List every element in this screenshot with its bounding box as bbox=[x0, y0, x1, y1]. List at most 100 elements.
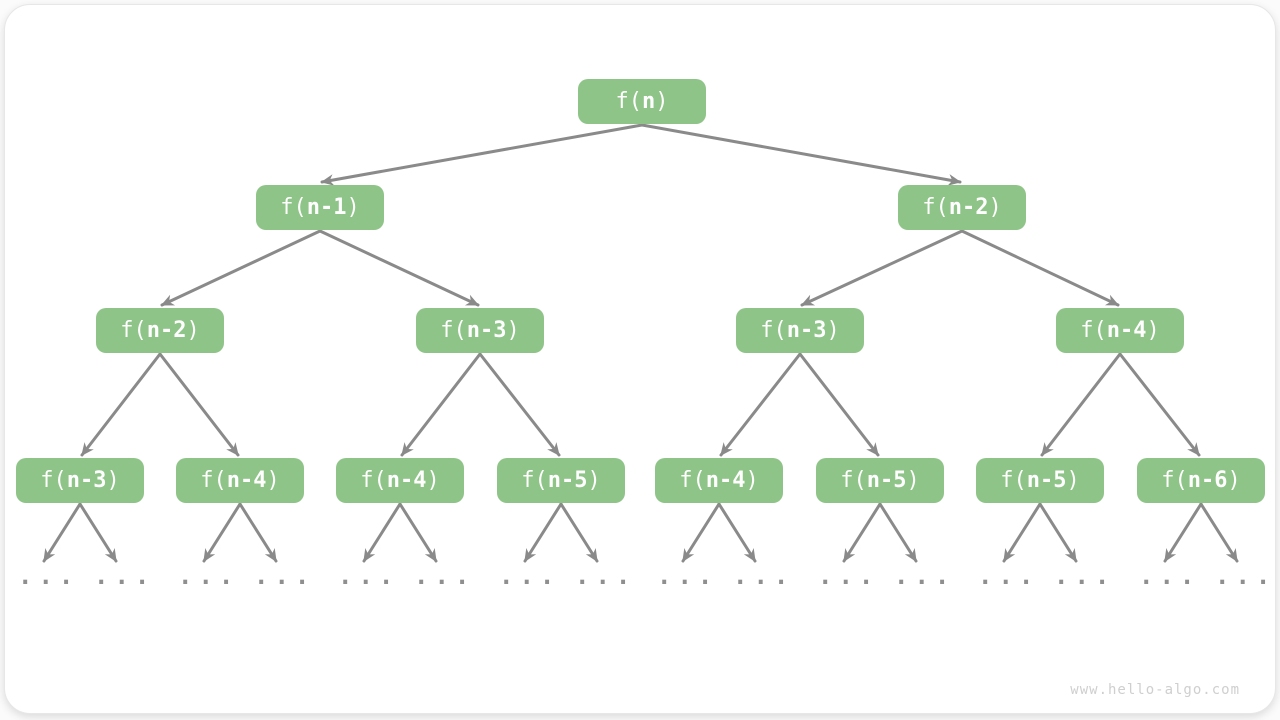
node-label-prefix: f( bbox=[200, 467, 227, 493]
edge-arrow bbox=[400, 352, 482, 457]
node-label-suffix: ) bbox=[346, 194, 360, 220]
node-label-prefix: f( bbox=[679, 467, 706, 493]
tree-node: f(n-3) bbox=[736, 308, 864, 353]
edge-arrow bbox=[559, 502, 599, 563]
watermark: www.hello-algo.com bbox=[1070, 682, 1240, 698]
node-label-suffix: ) bbox=[906, 467, 920, 493]
node-label-suffix: ) bbox=[506, 317, 520, 343]
edge-arrow bbox=[320, 123, 644, 186]
edge-arrow bbox=[238, 502, 278, 563]
edge-arrow bbox=[523, 502, 563, 563]
ellipsis: ... bbox=[414, 562, 476, 590]
node-label-arg: n-3 bbox=[786, 317, 827, 343]
ellipsis: ... bbox=[178, 562, 240, 590]
ellipsis: ... bbox=[978, 562, 1040, 590]
edge-arrow bbox=[1038, 502, 1078, 563]
edge-arrow bbox=[202, 502, 242, 563]
edge-arrow bbox=[842, 502, 882, 563]
node-label-prefix: f( bbox=[1000, 467, 1027, 493]
node-label-arg: n-4 bbox=[705, 467, 746, 493]
tree-node: f(n-5) bbox=[816, 458, 944, 503]
edge-arrow bbox=[878, 502, 918, 563]
node-label-arg: n-5 bbox=[1026, 467, 1067, 493]
node-label-arg: n bbox=[642, 88, 656, 114]
node-label-arg: n-4 bbox=[386, 467, 427, 493]
edge-arrow bbox=[1040, 352, 1122, 457]
tree-node: f(n-4) bbox=[176, 458, 304, 503]
node-label-prefix: f( bbox=[1161, 467, 1188, 493]
ellipsis: ... bbox=[575, 562, 637, 590]
edge-arrow bbox=[160, 229, 322, 307]
edge-arrow bbox=[362, 502, 402, 563]
node-label-prefix: f( bbox=[760, 317, 787, 343]
ellipsis: ... bbox=[733, 562, 795, 590]
tree-node: f(n-3) bbox=[416, 308, 544, 353]
ellipsis: ... bbox=[499, 562, 561, 590]
edge-arrow bbox=[1002, 502, 1042, 563]
node-label-prefix: f( bbox=[440, 317, 467, 343]
node-label-prefix: f( bbox=[40, 467, 67, 493]
node-label-suffix: ) bbox=[745, 467, 759, 493]
edge-arrow bbox=[478, 352, 561, 457]
edge-arrow bbox=[398, 502, 438, 563]
node-label-arg: n-3 bbox=[66, 467, 107, 493]
node-label-suffix: ) bbox=[655, 88, 669, 114]
tree-node: f(n-5) bbox=[497, 458, 625, 503]
ellipsis: ... bbox=[818, 562, 880, 590]
edge-arrow bbox=[158, 352, 240, 457]
tree-node: f(n-2) bbox=[898, 185, 1026, 230]
ellipsis: ... bbox=[254, 562, 316, 590]
ellipsis: ... bbox=[94, 562, 156, 590]
node-label-prefix: f( bbox=[922, 194, 949, 220]
node-label-prefix: f( bbox=[120, 317, 147, 343]
tree-node: f(n-1) bbox=[256, 185, 384, 230]
edge-arrow bbox=[1199, 502, 1239, 563]
edge-arrow bbox=[80, 352, 162, 457]
edge-arrow bbox=[960, 229, 1120, 307]
tree-node: f(n-6) bbox=[1137, 458, 1265, 503]
node-label-arg: n-5 bbox=[866, 467, 907, 493]
edge-arrow bbox=[798, 352, 880, 457]
tree-node: f(n-4) bbox=[336, 458, 464, 503]
ellipsis: ... bbox=[18, 562, 80, 590]
node-label-arg: n-2 bbox=[948, 194, 989, 220]
node-label-suffix: ) bbox=[1146, 317, 1160, 343]
node-label-arg: n-2 bbox=[146, 317, 187, 343]
node-label-arg: n-6 bbox=[1187, 467, 1228, 493]
node-label-prefix: f( bbox=[615, 88, 643, 114]
ellipsis: ... bbox=[1139, 562, 1201, 590]
node-label-arg: n-5 bbox=[547, 467, 588, 493]
node-label-prefix: f( bbox=[840, 467, 867, 493]
node-label-arg: n-4 bbox=[226, 467, 267, 493]
tree-node: f(n-4) bbox=[655, 458, 783, 503]
edge-arrow bbox=[640, 123, 962, 186]
edge-arrow bbox=[800, 229, 964, 307]
ellipsis: ... bbox=[657, 562, 719, 590]
edge-arrow bbox=[717, 502, 757, 563]
tree-node: f(n-3) bbox=[16, 458, 144, 503]
tree-node: f(n-5) bbox=[976, 458, 1104, 503]
node-label-suffix: ) bbox=[266, 467, 280, 493]
edge-arrow bbox=[42, 502, 82, 563]
node-label-prefix: f( bbox=[360, 467, 387, 493]
edge-arrow bbox=[681, 502, 721, 563]
tree-node: f(n-4) bbox=[1056, 308, 1184, 353]
node-label-arg: n-3 bbox=[466, 317, 507, 343]
node-label-arg: n-1 bbox=[306, 194, 347, 220]
edge-arrow bbox=[1118, 352, 1201, 457]
node-label-suffix: ) bbox=[826, 317, 840, 343]
node-label-prefix: f( bbox=[1080, 317, 1107, 343]
edge-arrow bbox=[1163, 502, 1203, 563]
node-label-suffix: ) bbox=[186, 317, 200, 343]
node-label-suffix: ) bbox=[1066, 467, 1080, 493]
node-label-suffix: ) bbox=[106, 467, 120, 493]
ellipsis: ... bbox=[338, 562, 400, 590]
ellipsis: ... bbox=[1215, 562, 1277, 590]
edge-arrow bbox=[318, 229, 480, 307]
ellipsis: ... bbox=[1054, 562, 1116, 590]
edge-arrow bbox=[719, 352, 802, 457]
node-label-prefix: f( bbox=[521, 467, 548, 493]
tree-node: f(n-2) bbox=[96, 308, 224, 353]
